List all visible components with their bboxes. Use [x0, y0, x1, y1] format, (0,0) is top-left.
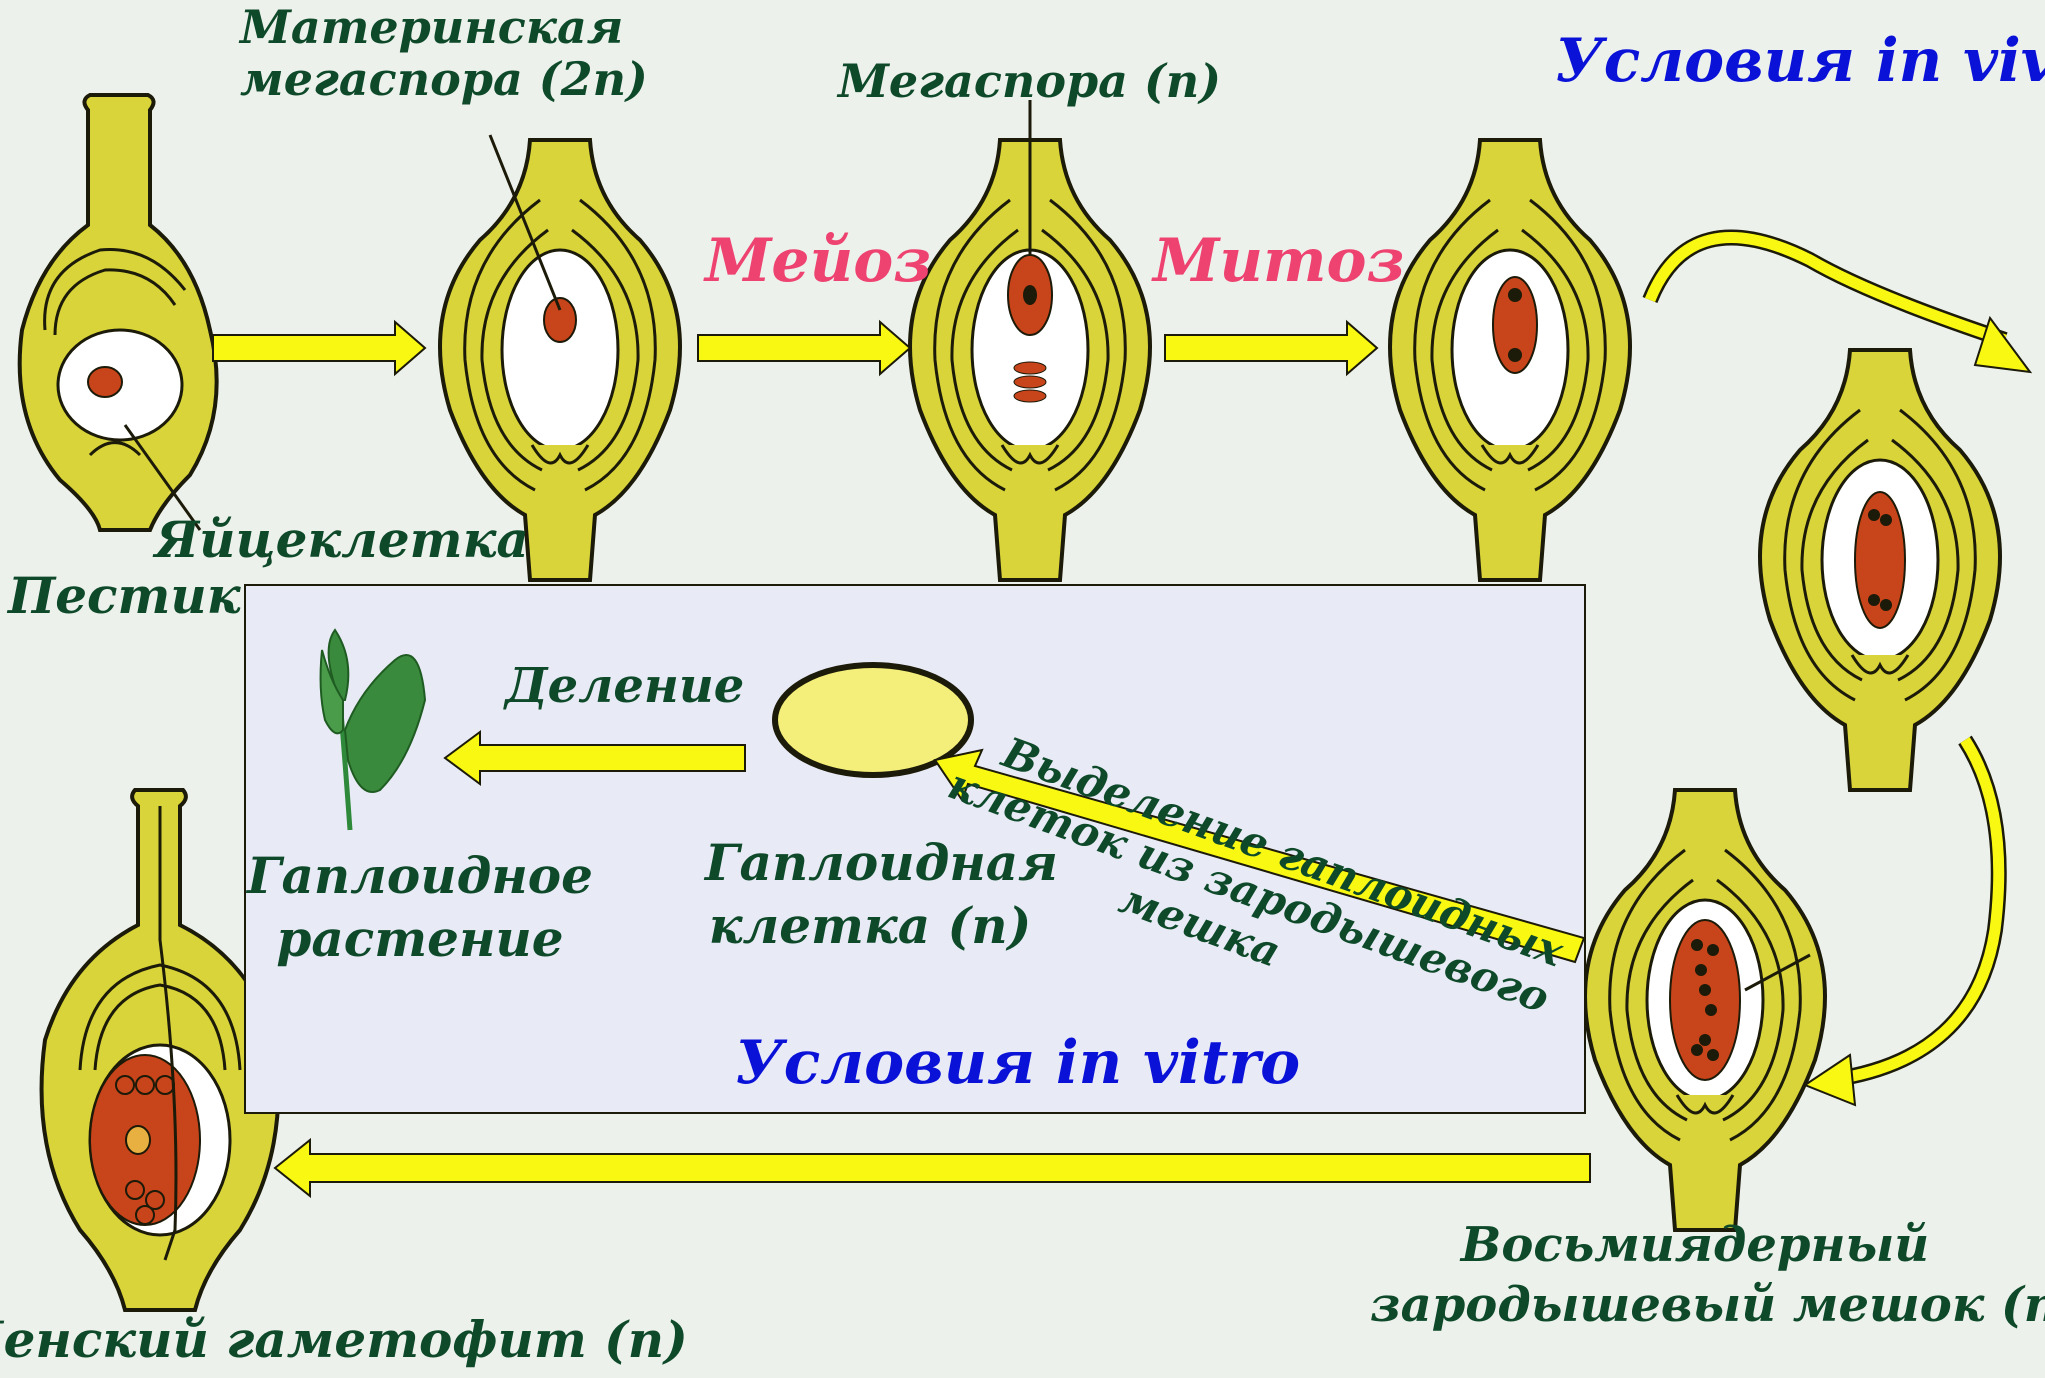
label-mother-megaspore: Материнская мегаспора (2n): [240, 2, 620, 105]
label-mother-megaspore-line-1: Материнская: [240, 2, 620, 54]
megaspore-figure: [910, 100, 1150, 580]
arrow-mitosis: [1165, 322, 1377, 374]
label-eight-nucleate-sac: Восьмиядерный зародышевый мешок (n): [1370, 1215, 2020, 1335]
label-mitosis: Митоз: [1153, 228, 1405, 295]
label-eight-nucleate-sac-line-1: Восьмиядерный: [1370, 1215, 2020, 1275]
label-female-gametophyte: Женский гаметофит (n): [0, 1312, 688, 1368]
label-mother-megaspore-line-2: мегаспора (2n): [240, 54, 620, 106]
pistil-figure: [20, 95, 217, 530]
label-meiosis: Мейоз: [705, 228, 932, 295]
label-haploid-plant-line-2: растение: [240, 908, 600, 971]
arrow-meiosis: [698, 322, 910, 374]
label-haploid-cell-line-2: клетка (n): [705, 895, 1035, 958]
curved-arrow-to-four-nucleate: [1650, 238, 2030, 373]
arrow-to-female-gametophyte: [275, 1140, 1590, 1196]
label-division: Деление: [505, 660, 744, 714]
title-in-vitro: Условия in vitro: [735, 1030, 1300, 1097]
two-nucleate-figure: [1390, 140, 1630, 580]
label-pistil: Пестик: [8, 568, 241, 624]
label-eight-nucleate-sac-line-2: зародышевый мешок (n): [1370, 1275, 2020, 1335]
eight-nucleate-sac-figure: [1585, 790, 1825, 1230]
label-egg-cell: Яйцеклетка: [155, 512, 529, 568]
arrow-pistil-to-mother-megaspore: [213, 322, 425, 374]
title-in-vivo: Условия in vivo: [1555, 28, 2045, 95]
curved-arrow-to-eight-nucleate: [1805, 740, 1999, 1105]
label-haploid-plant: Гаплоидное растение: [240, 845, 600, 970]
four-nucleate-figure: [1760, 350, 2000, 790]
label-megaspore: Мегаспора (n): [838, 56, 1221, 108]
label-haploid-plant-line-1: Гаплоидное: [240, 845, 600, 908]
